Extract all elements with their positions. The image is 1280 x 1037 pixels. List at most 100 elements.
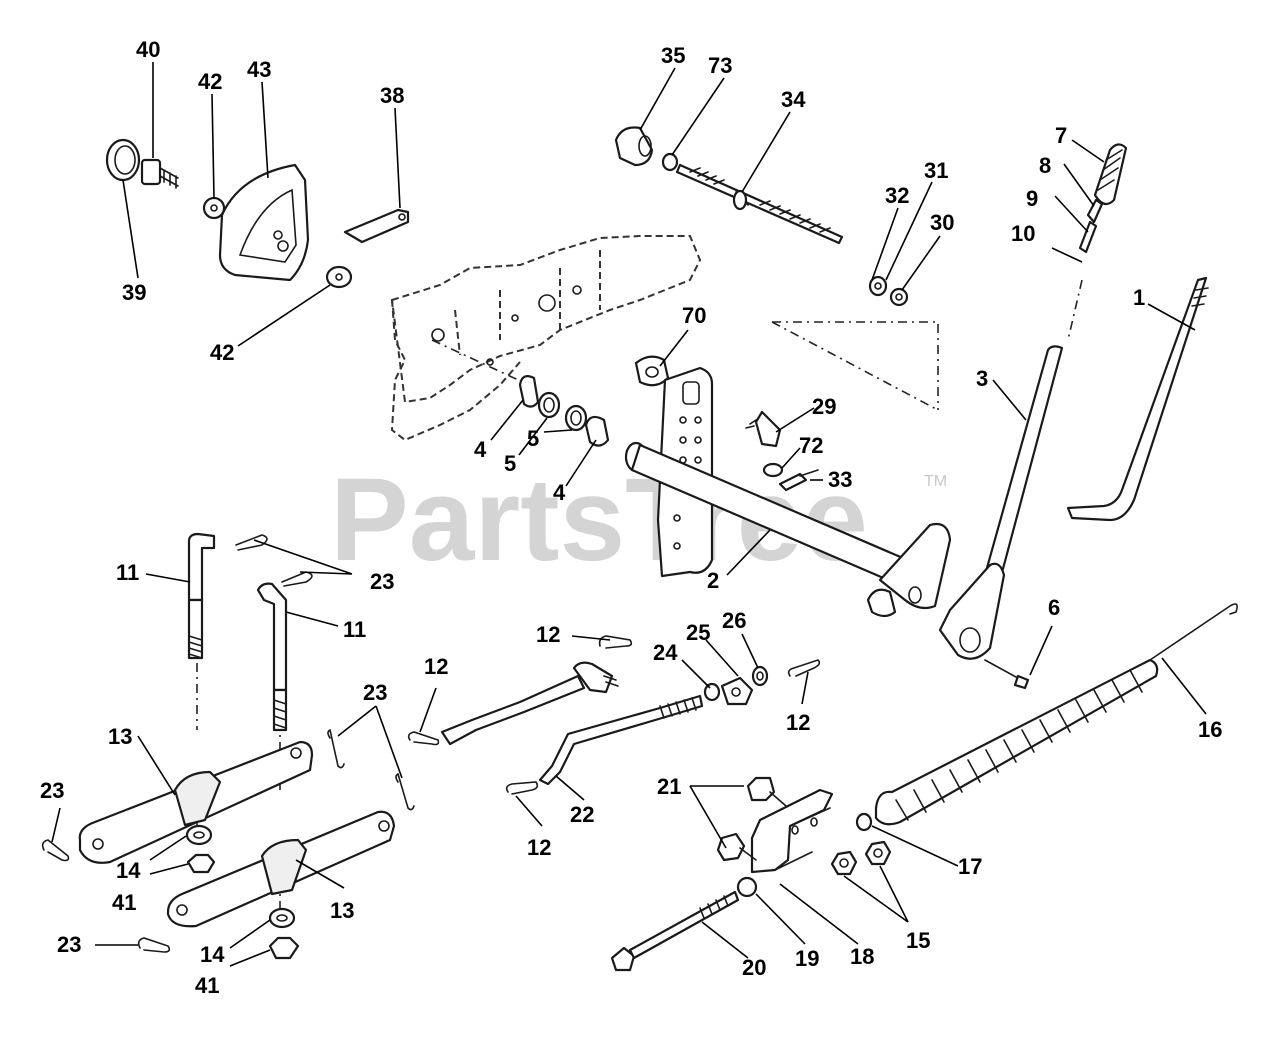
callout-17: 17 (958, 854, 982, 879)
callout-41-upper: 41 (112, 890, 136, 915)
part-12-pin-d (505, 781, 539, 795)
callout-38: 38 (380, 83, 404, 108)
part-14-washer-lower (268, 907, 296, 929)
part-12-pin-b (598, 635, 633, 649)
callout-73: 73 (708, 53, 732, 78)
callout-41-lower: 41 (195, 973, 219, 998)
part-38-clip (343, 208, 410, 244)
callout-3: 3 (976, 366, 988, 391)
callout-14-upper: 14 (116, 858, 141, 883)
part-2-lift-shaft (624, 366, 952, 618)
watermark-trademark: TM (924, 473, 947, 490)
callout-35: 35 (661, 43, 685, 68)
part-40-bolt (140, 158, 179, 189)
part-41-nut-lower (268, 936, 300, 960)
callout-39: 39 (122, 280, 146, 305)
callout-16: 16 (1198, 717, 1222, 742)
part-39-ring (105, 138, 141, 182)
part-13-arm-lower (166, 810, 396, 928)
part-15-nut-a (830, 850, 858, 876)
part-73-washer (661, 152, 679, 172)
part-30-nut (889, 287, 909, 307)
part-23-pin-left (41, 839, 70, 862)
part-29-fitting (745, 410, 782, 448)
part-3-lift-lever (938, 345, 1064, 690)
part-22-rod-upper (440, 661, 619, 746)
callout-42-bottom: 42 (210, 340, 234, 365)
callout-14-lower: 14 (200, 942, 225, 967)
callout-21: 21 (657, 774, 681, 799)
callout-20: 20 (742, 955, 766, 980)
part-23-pin-top-b (281, 571, 313, 587)
callout-7: 7 (1055, 123, 1067, 148)
callout-13-upper: 13 (108, 724, 132, 749)
part-15-nut-b (864, 840, 892, 866)
callout-18: 18 (850, 944, 874, 969)
part-43-cover (218, 163, 310, 282)
part-24-washer (703, 682, 721, 702)
callout-24: 24 (653, 640, 678, 665)
leader-lines (51, 62, 1207, 967)
part-14-washer-upper (185, 824, 213, 846)
part-35-knob (614, 126, 654, 167)
callout-12-c: 12 (786, 710, 810, 735)
part-21-bolt-a (716, 832, 757, 862)
part-7-grip (1093, 143, 1128, 206)
callout-1: 1 (1133, 285, 1145, 310)
callout-23-bottom: 23 (57, 932, 81, 957)
callout-72: 72 (799, 433, 823, 458)
part-19-washer (736, 876, 758, 898)
callout-labels: 40 42 43 38 39 42 35 73 34 32 31 30 7 8 … (40, 37, 1222, 998)
callout-6: 6 (1048, 595, 1060, 620)
part-8-spring (1086, 198, 1104, 224)
part-23-pin-top-a (235, 534, 268, 551)
part-18-bracket (750, 788, 834, 874)
callout-32: 32 (885, 183, 909, 208)
callout-42-top: 42 (198, 69, 222, 94)
frame-outline (390, 235, 702, 442)
callout-12-d: 12 (527, 835, 551, 860)
part-21-bolt-b (746, 776, 787, 807)
part-13-arm-upper (78, 740, 314, 864)
part-26-nut (751, 665, 769, 687)
part-11-link-left (187, 532, 216, 660)
callout-26: 26 (722, 608, 746, 633)
callout-29: 29 (812, 394, 836, 419)
part-1-rod (1066, 276, 1209, 522)
callout-5-right: 5 (527, 426, 539, 451)
part-12-pin-c (787, 659, 821, 677)
part-23-pin-bottom (137, 937, 171, 953)
part-72-washer (762, 462, 784, 478)
callout-23-left: 23 (40, 778, 64, 803)
part-12-pin-a (407, 731, 440, 746)
callout-70: 70 (682, 303, 706, 328)
part-20-bolt (610, 890, 740, 972)
part-42-washer-bottom (325, 265, 353, 289)
callout-10: 10 (1011, 221, 1035, 246)
callout-8: 8 (1039, 153, 1051, 178)
callout-33: 33 (828, 467, 852, 492)
part-5-washer-left (537, 391, 561, 419)
part-11-link-right (256, 582, 288, 732)
callout-23-mid: 23 (363, 680, 387, 705)
part-23-pin-mid-a (327, 728, 345, 769)
callout-11-left: 11 (116, 560, 139, 585)
part-33-bolt (778, 469, 819, 492)
callout-4-right: 4 (553, 480, 566, 505)
callout-22: 22 (570, 802, 594, 827)
part-34-rod (675, 163, 844, 245)
part-23-pin-mid-b (395, 772, 415, 811)
part-25-ferrule (720, 676, 754, 706)
callout-13-lower: 13 (330, 898, 354, 923)
assembly-line-29 (772, 321, 939, 410)
callout-40: 40 (136, 37, 160, 62)
part-4-bushing-left (518, 375, 540, 408)
callout-31: 31 (924, 158, 948, 183)
callout-15: 15 (906, 928, 930, 953)
callout-2: 2 (707, 568, 719, 593)
callout-23-top: 23 (370, 569, 394, 594)
part-17-washer (855, 812, 873, 832)
part-16-spring (874, 603, 1238, 826)
part-22-rod-lower (538, 694, 704, 786)
callout-5-left: 5 (504, 451, 516, 476)
